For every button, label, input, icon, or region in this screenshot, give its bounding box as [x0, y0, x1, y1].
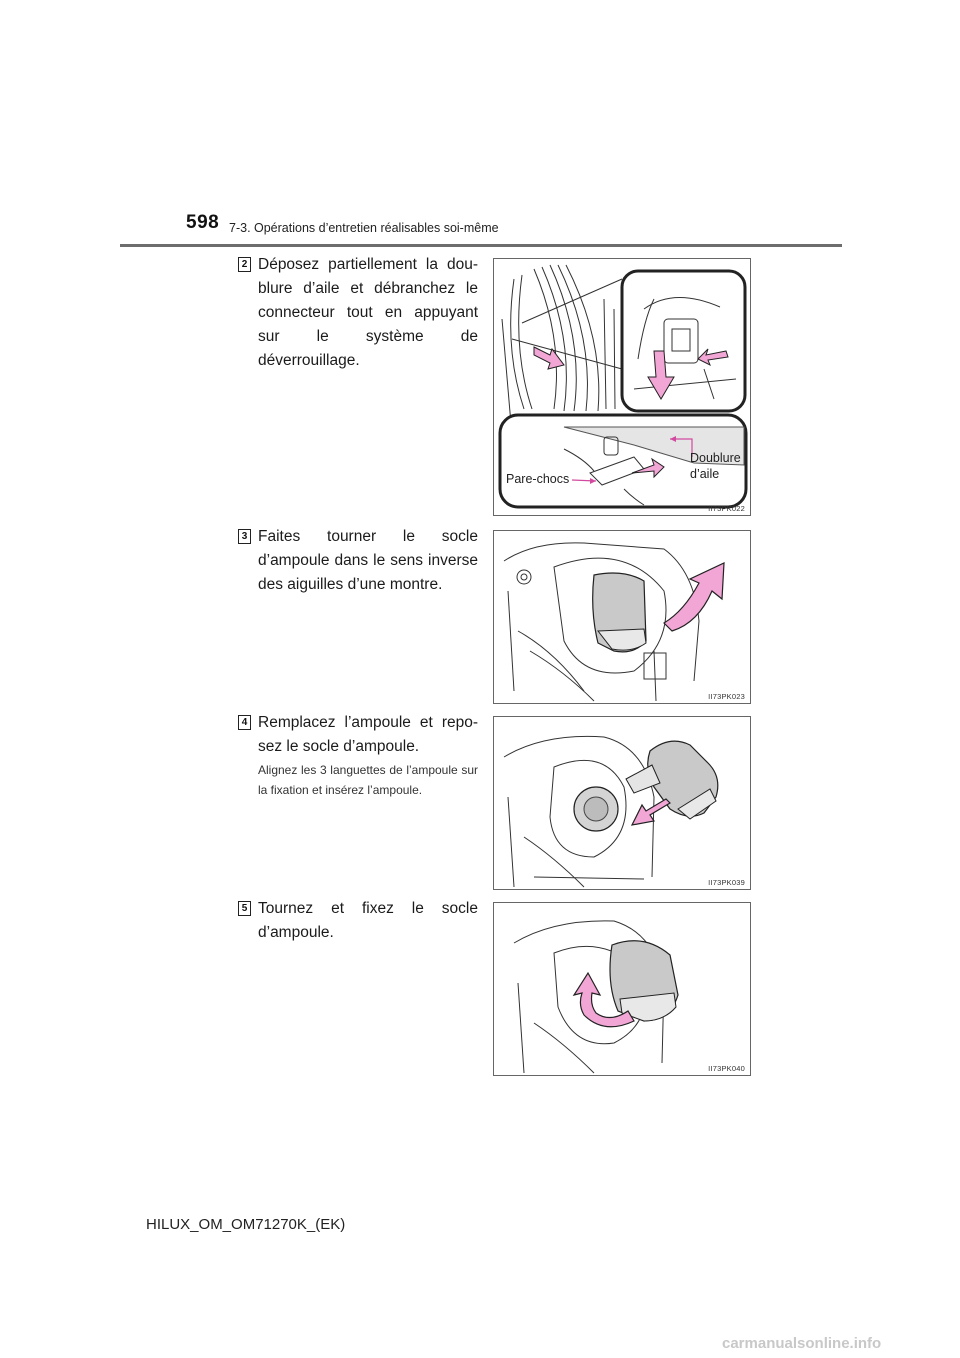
step-text: Tournez et fixez le socle d’ampoule.: [258, 900, 478, 941]
figure-replace-bulb: II73PK039: [493, 716, 751, 890]
step-number: 2: [238, 257, 251, 272]
header-rule: [120, 244, 842, 247]
step-text: Remplacez l’ampoule et repo-sez le socle…: [258, 714, 478, 755]
step-note: Alignez les 3 languettes de l’ampoule su…: [258, 763, 478, 797]
page-number: 598: [186, 212, 220, 233]
step-number: 4: [238, 715, 251, 730]
callout-label: Pare-chocs: [506, 472, 570, 486]
footer-doc-id: HILUX_OM_OM71270K_(EK): [146, 1216, 346, 1233]
figure-fix-socket: II73PK040: [493, 902, 751, 1076]
figure-fender-connector: Pare-chocs Doublure d’aile II73PK022: [493, 258, 751, 516]
figure-rotate-socket: II73PK023: [493, 530, 751, 704]
step-number: 5: [238, 901, 251, 916]
figure-code: II73PK039: [708, 878, 745, 887]
step-number: 3: [238, 529, 251, 544]
section-title: 7-3. Opérations d’entretien réalisables …: [229, 221, 499, 235]
step-text: Déposez partiellement la dou-blure d’ail…: [258, 256, 478, 369]
figure-code: II73PK023: [708, 692, 745, 701]
figure-code: II73PK040: [708, 1064, 745, 1073]
callout-label: Doublure: [690, 451, 741, 465]
step-text: Faites tourner le socle d’ampoule dans l…: [258, 528, 478, 593]
callout-label: d’aile: [690, 467, 720, 481]
watermark: carmanualsonline.info: [722, 1335, 882, 1352]
figure-code: II73PK022: [708, 504, 745, 513]
